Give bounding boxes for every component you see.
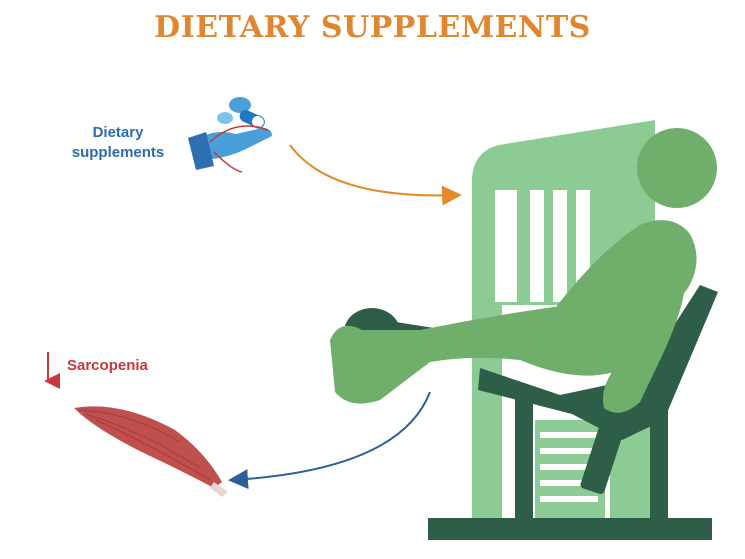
leg-extension-machine-icon	[330, 120, 718, 540]
dietary-supplements-label-line2: supplements	[71, 144, 165, 161]
page-title: DIETARY SUPPLEMENTS	[154, 10, 591, 45]
supplements-to-exercise-arrow	[289, 144, 462, 206]
muscle-icon	[74, 406, 228, 497]
hand-with-pills-icon	[188, 97, 272, 173]
dietary-supplements-label: Dietary supplements	[58, 123, 178, 163]
exercise-to-muscle-arrow	[228, 391, 431, 490]
dietary-supplements-label-line1: Dietary	[92, 124, 144, 141]
sarcopenia-label: Sarcopenia	[67, 357, 148, 374]
